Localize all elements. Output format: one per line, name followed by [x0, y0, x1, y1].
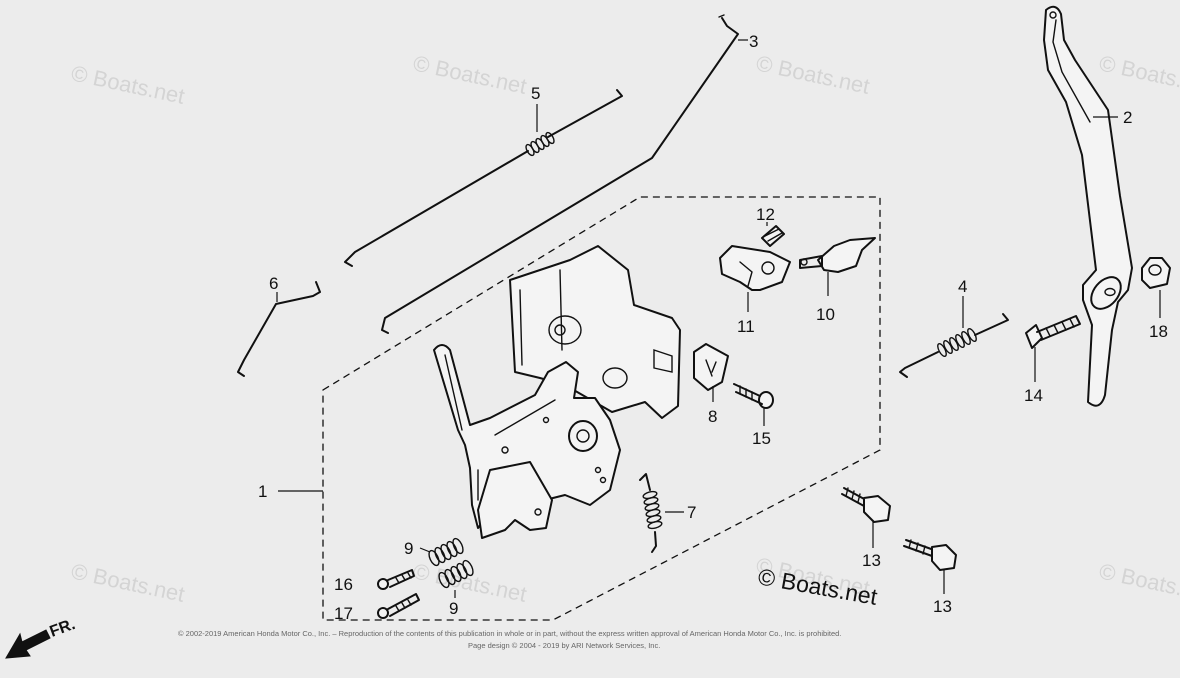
page-design-line: Page design © 2004 - 2019 by ARI Network…: [468, 641, 660, 650]
part-17-screw: [377, 593, 420, 619]
watermark: © Boats.net: [69, 60, 187, 108]
watermark: © Boats.net: [1097, 558, 1180, 606]
front-arrow-icon: [5, 629, 51, 659]
callout-11: 11: [737, 317, 755, 336]
part-13-bolt: [903, 539, 957, 571]
watermark: © Boats.net: [1097, 50, 1180, 98]
callout-2: 2: [1123, 108, 1132, 127]
watermark: © Boats.net: [411, 50, 529, 98]
part-16-screw: [377, 569, 415, 590]
callout-5: 5: [531, 84, 540, 103]
part-14-bolt: [1025, 315, 1081, 349]
callout-9: 9: [449, 599, 458, 618]
front-label: FR.: [48, 616, 78, 641]
callouts: 1 2 3 4 5 6 7 8 9 9 10 11 12 13 13 14 15…: [258, 32, 1168, 623]
callout-1: 1: [258, 482, 267, 501]
callout-13: 13: [862, 551, 881, 570]
callout-14: 14: [1024, 386, 1043, 405]
part-4-spring: [899, 313, 1009, 378]
watermark: © Boats.net: [411, 558, 529, 606]
part-2-lever: [1043, 5, 1133, 407]
callout-7: 7: [687, 503, 696, 522]
callout-12: 12: [756, 205, 775, 224]
part-10-knob: [799, 237, 876, 273]
callout-4: 4: [958, 277, 967, 296]
callout-9: 9: [404, 539, 413, 558]
part-1-control-assembly: [433, 245, 681, 539]
callout-15: 15: [752, 429, 771, 448]
callout-18: 18: [1149, 322, 1168, 341]
assembly-boundary: [322, 196, 881, 621]
part-5-spring-rod: [344, 89, 623, 267]
watermark: © Boats.net: [69, 558, 187, 606]
part-6-short-rod: [237, 281, 321, 377]
part-9-springs: [428, 537, 474, 589]
callout-16: 16: [334, 575, 353, 594]
callout-8: 8: [708, 407, 717, 426]
callout-6: 6: [269, 274, 278, 293]
part-18-nut: [1141, 257, 1171, 289]
front-direction-indicator: FR.: [5, 616, 78, 659]
part-12-screw: [761, 225, 785, 247]
callout-13: 13: [933, 597, 952, 616]
copyright-line: © 2002-2019 American Honda Motor Co., In…: [178, 629, 841, 638]
part-8-clip: [693, 343, 729, 391]
watermark: © Boats.net: [754, 50, 872, 98]
callout-3: 3: [749, 32, 758, 51]
callout-17: 17: [334, 604, 353, 623]
leader-lines: [276, 39, 1161, 598]
part-15-screw: [733, 383, 774, 409]
part-7-spring: [639, 473, 663, 553]
part-11-clamp: [719, 245, 791, 291]
callout-10: 10: [816, 305, 835, 324]
part-3-rod: [381, 14, 739, 334]
part-13-bolt: [841, 487, 891, 523]
